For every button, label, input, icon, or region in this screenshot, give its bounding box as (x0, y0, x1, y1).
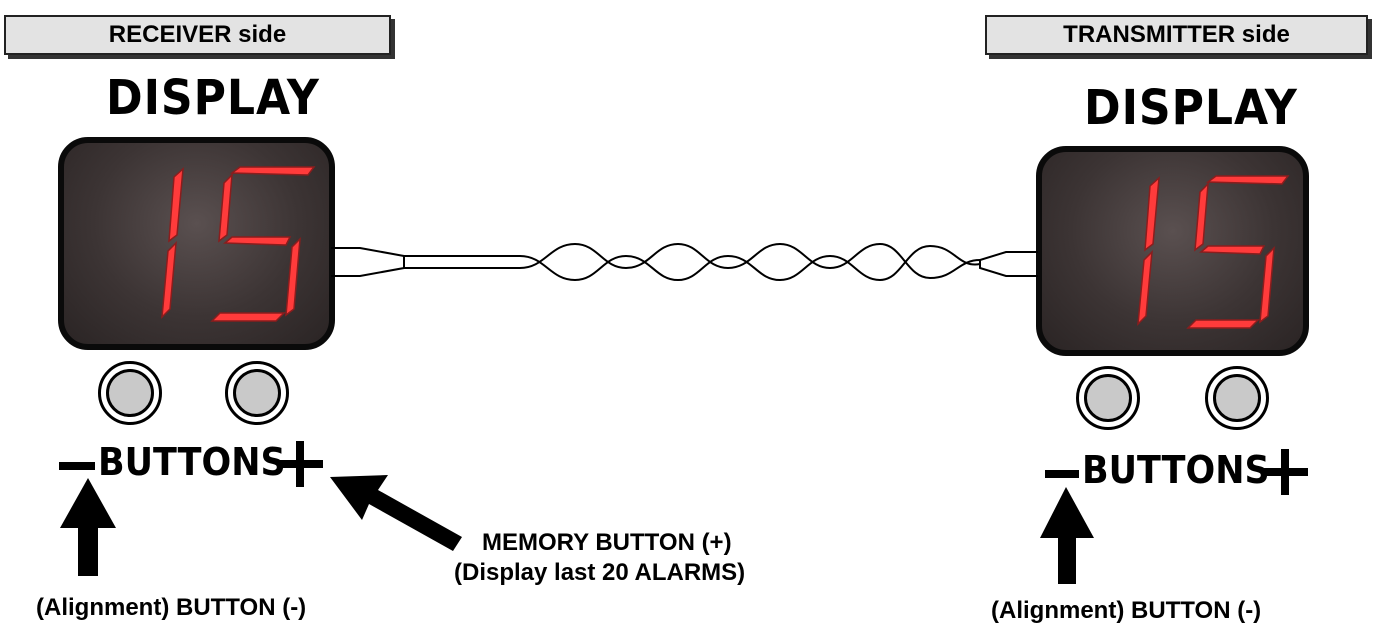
memory-caption-line1: MEMORY BUTTON (+) (482, 529, 732, 556)
twisted-cable (331, 242, 1038, 282)
receiver-digit-5 (210, 166, 316, 322)
transmitter-minus-sign (1045, 470, 1079, 478)
receiver-side-label: RECEIVER side (4, 15, 391, 55)
arrow-up-receiver (60, 478, 116, 576)
arrow-memory (330, 475, 462, 551)
transmitter-display-panel: 15 (1036, 146, 1309, 356)
transmitter-display-title: DISPLAY (1084, 80, 1298, 136)
receiver-display-panel: 15 (58, 137, 335, 350)
transmitter-digit-5 (1186, 175, 1290, 329)
receiver-minus-sign (59, 462, 95, 470)
transmitter-side-label: TRANSMITTER side (985, 15, 1368, 55)
transmitter-minus-button[interactable] (1076, 366, 1140, 430)
receiver-minus-caption: (Alignment) BUTTON (-) (36, 594, 307, 621)
receiver-minus-button[interactable] (98, 361, 162, 425)
receiver-plus-button[interactable] (225, 361, 289, 425)
receiver-display-title: DISPLAY (106, 70, 320, 126)
transmitter-buttons-title: BUTTONS (1082, 448, 1270, 492)
receiver-digit-1 (161, 167, 184, 319)
arrow-up-transmitter (1040, 487, 1094, 584)
memory-caption-line2: (Display last 20 ALARMS) (454, 559, 746, 586)
transmitter-minus-caption: (Alignment) BUTTON (-) (991, 597, 1262, 624)
transmitter-plus-button[interactable] (1205, 366, 1269, 430)
transmitter-digit-1 (1137, 176, 1160, 327)
receiver-buttons-title: BUTTONS (98, 440, 286, 484)
